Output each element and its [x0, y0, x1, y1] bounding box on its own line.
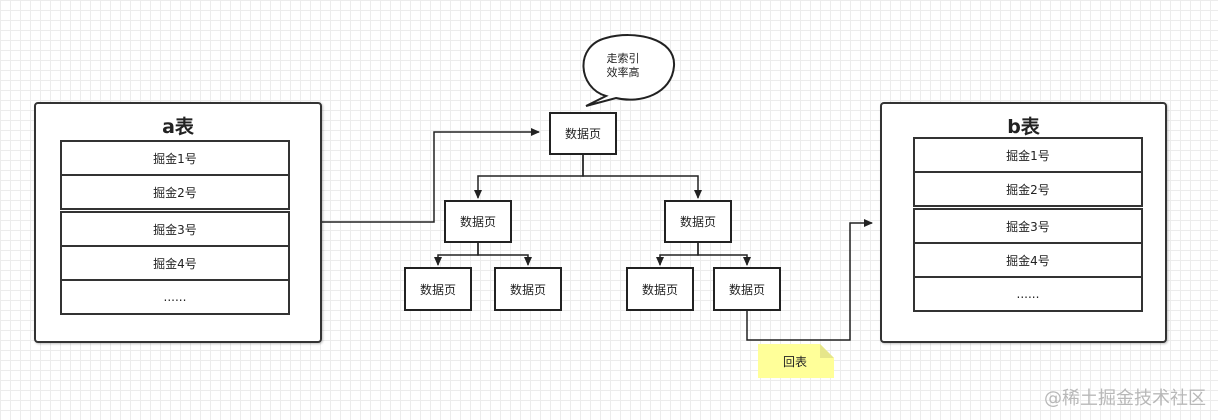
connector-a-to-root — [322, 128, 540, 223]
table-b-row-4: 掘金4号 — [913, 242, 1143, 278]
table-a-row-2: 掘金2号 — [60, 174, 290, 210]
tree-root-node: 数据页 — [549, 112, 617, 155]
table-b-row-5: ...... — [913, 276, 1143, 312]
speech-bubble-shape — [582, 34, 676, 107]
connector-root-right — [582, 154, 702, 199]
connector-root-left — [474, 154, 584, 199]
table-b-row-3: 掘金3号 — [913, 208, 1143, 244]
callout-line-1: 走索引 — [606, 52, 640, 65]
table-a-row-4: 掘金4号 — [60, 245, 290, 281]
callout-text: 走索引 效率高 — [588, 52, 658, 80]
tree-level1-right-node: 数据页 — [664, 200, 732, 243]
watermark: @稀土掘金技术社区 — [1044, 388, 1206, 409]
connector-l1-right-a — [656, 242, 699, 266]
table-b: b表 掘金1号 掘金2号 掘金3号 掘金4号 ...... — [880, 102, 1167, 343]
tree-leaf-node-2: 数据页 — [494, 267, 562, 311]
table-a-row-5: ...... — [60, 279, 290, 315]
table-a-title: a表 — [162, 116, 194, 138]
note-label: 回表 — [782, 354, 807, 369]
table-a-row-1: 掘金1号 — [60, 140, 290, 176]
tree-leaf-node-3: 数据页 — [626, 267, 694, 311]
connector-l1-right-b — [697, 242, 751, 266]
table-a: a表 掘金1号 掘金2号 掘金3号 掘金4号 ...... — [34, 102, 322, 343]
tree-level1-left-node: 数据页 — [444, 200, 512, 243]
table-b-title: b表 — [1007, 116, 1040, 138]
tree-leaf-node-4: 数据页 — [713, 267, 781, 311]
note-shape — [758, 344, 834, 378]
table-a-row-3: 掘金3号 — [60, 211, 290, 247]
connector-leaf-to-b — [746, 219, 873, 341]
table-b-row-1: 掘金1号 — [913, 137, 1143, 173]
callout-line-2: 效率高 — [606, 66, 640, 79]
connector-l1-left-b — [477, 242, 532, 266]
connector-l1-left-a — [434, 242, 479, 266]
tree-leaf-node-1: 数据页 — [404, 267, 472, 311]
table-b-row-2: 掘金2号 — [913, 171, 1143, 207]
note-fold — [820, 344, 834, 358]
